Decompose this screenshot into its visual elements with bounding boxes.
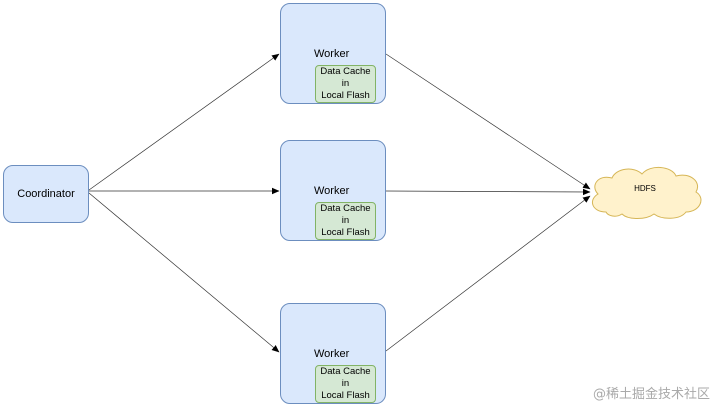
watermark: @稀土掘金技术社区 (592, 387, 710, 402)
edge-coordinator-to-worker-3 (88, 192, 280, 353)
cache-line: Local Flash (321, 90, 370, 101)
cache-line: in (341, 378, 350, 389)
data-cache-box: Data Cache in Local Flash (315, 65, 376, 103)
cache-line: Data Cache (320, 366, 371, 377)
data-cache-box: Data Cache in Local Flash (315, 365, 376, 403)
cache-line: in (341, 215, 350, 226)
edge-worker-1-to-hdfs (385, 53, 591, 190)
data-cache-box: Data Cache in Local Flash (315, 202, 376, 240)
coordinator-node: Coordinator (3, 165, 89, 223)
worker-title: Worker (314, 48, 350, 60)
coordinator-label: Coordinator (17, 188, 75, 200)
cache-line: Data Cache (320, 203, 371, 214)
hdfs-label: HDFS (634, 184, 656, 193)
cache-line: Local Flash (321, 390, 370, 401)
edge-worker-2-to-hdfs (385, 188, 591, 196)
worker-node-1: Worker Data Cache in Local Flash (280, 3, 386, 104)
worker-title: Worker (314, 348, 350, 360)
cloud-icon (591, 167, 702, 219)
edge-worker-3-to-hdfs (385, 195, 591, 352)
edge-coordinator-to-worker-1 (88, 53, 280, 191)
worker-node-2: Worker Data Cache in Local Flash (280, 140, 386, 241)
worker-title: Worker (314, 185, 350, 197)
worker-node-3: Worker Data Cache in Local Flash (280, 303, 386, 404)
cache-line: Local Flash (321, 227, 370, 238)
hdfs-storage-node: HDFS (584, 162, 706, 222)
cache-line: Data Cache (320, 66, 371, 77)
cache-line: in (341, 78, 350, 89)
